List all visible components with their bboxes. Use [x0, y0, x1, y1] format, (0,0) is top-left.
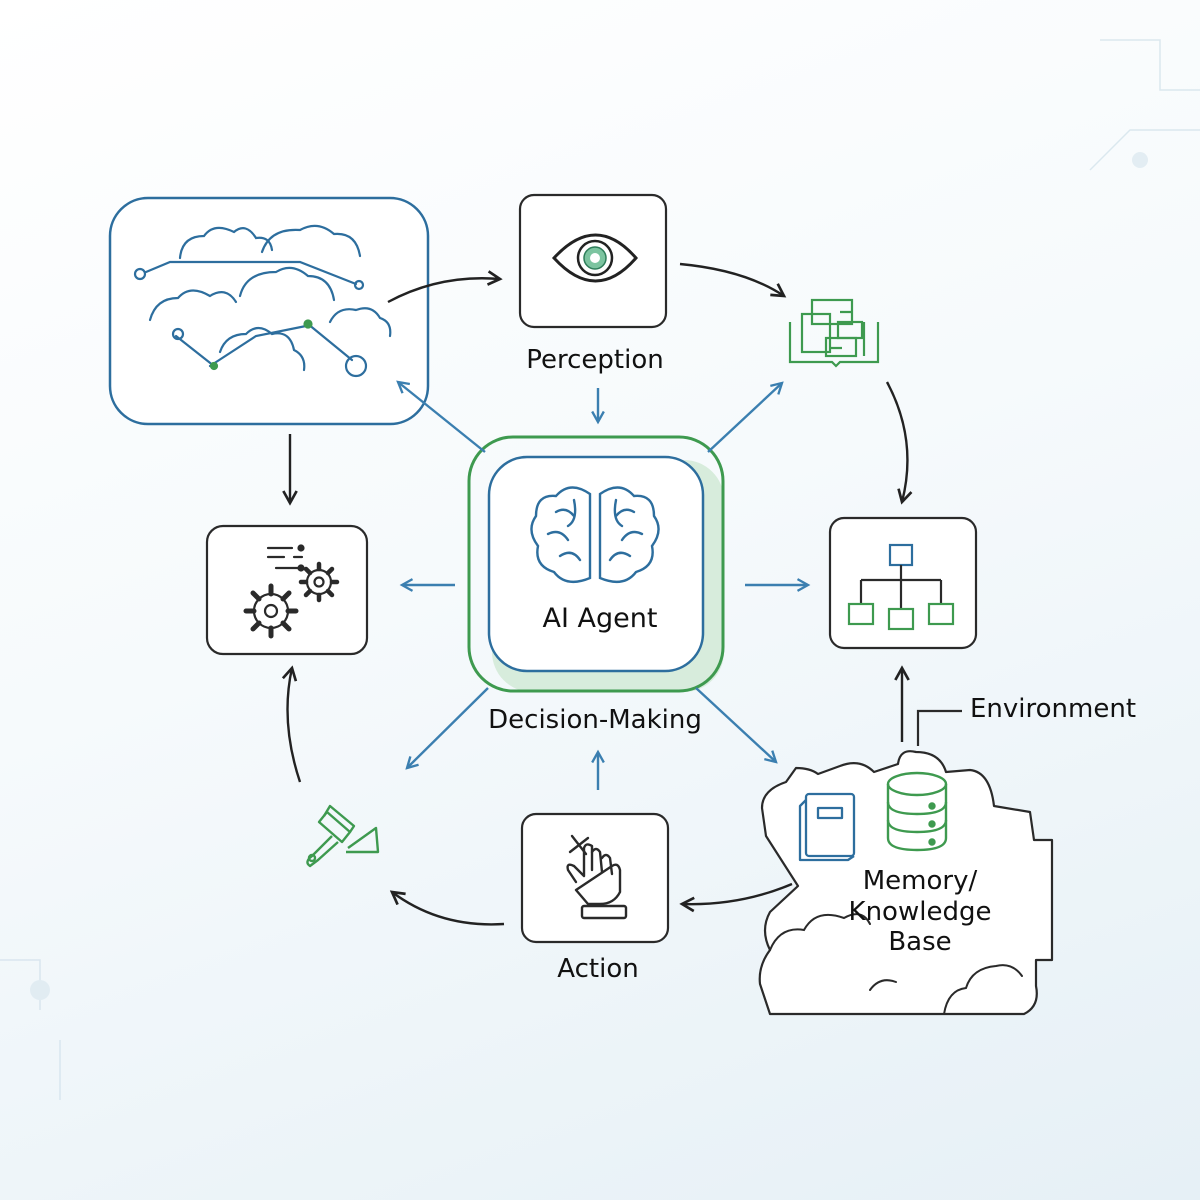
memory-knowledge-node [758, 750, 1054, 1016]
arrow-tool-to-gears [288, 668, 302, 783]
book-icon [798, 792, 856, 862]
gears-icon [243, 544, 340, 639]
memory-label-line-1: Memory/ [862, 866, 978, 896]
arrow-cloud-to-perception [387, 278, 500, 304]
hand-icon [566, 834, 628, 920]
arrow-memory-to-action [682, 882, 793, 904]
brush-tool-icon [306, 804, 380, 868]
action-node [520, 812, 670, 944]
arrow-documents-to-hierarchy [885, 381, 907, 502]
hierarchy-icon [847, 543, 955, 631]
documents-icon [788, 298, 880, 368]
eye-icon [551, 233, 638, 283]
arrow-center-to-memory [695, 687, 776, 762]
blue-connectors [398, 382, 808, 790]
hierarchy-node [828, 516, 978, 650]
action-label: Action [557, 954, 639, 984]
environment-label: Environment [970, 694, 1137, 724]
arrow-action-to-tool [392, 892, 505, 926]
arrow-perception-to-documents [679, 262, 784, 296]
center-label: AI Agent [542, 603, 658, 634]
environment-callout-line [916, 709, 962, 746]
arrow-center-to-tool [407, 687, 489, 768]
memory-knowledge-label: Memory/ Knowledge Base [830, 866, 1010, 958]
background-decoration [0, 39, 1200, 1100]
database-icon [886, 771, 948, 852]
memory-label-line-2: Knowledge [848, 896, 992, 927]
perception-label: Perception [526, 345, 664, 375]
cloud-network-panel [108, 196, 430, 426]
cloud-network-icon [133, 224, 392, 378]
arrow-center-to-cloud-network [398, 382, 486, 453]
memory-label-line-3: Base [888, 927, 952, 958]
decision-making-label: Decision-Making [488, 705, 702, 735]
perception-node [518, 193, 668, 329]
ai-agent-node [467, 435, 725, 693]
arrow-center-to-documents [707, 383, 782, 453]
gears-node [205, 524, 369, 656]
cycle-arrows [288, 262, 908, 926]
brain-icon [530, 486, 660, 584]
